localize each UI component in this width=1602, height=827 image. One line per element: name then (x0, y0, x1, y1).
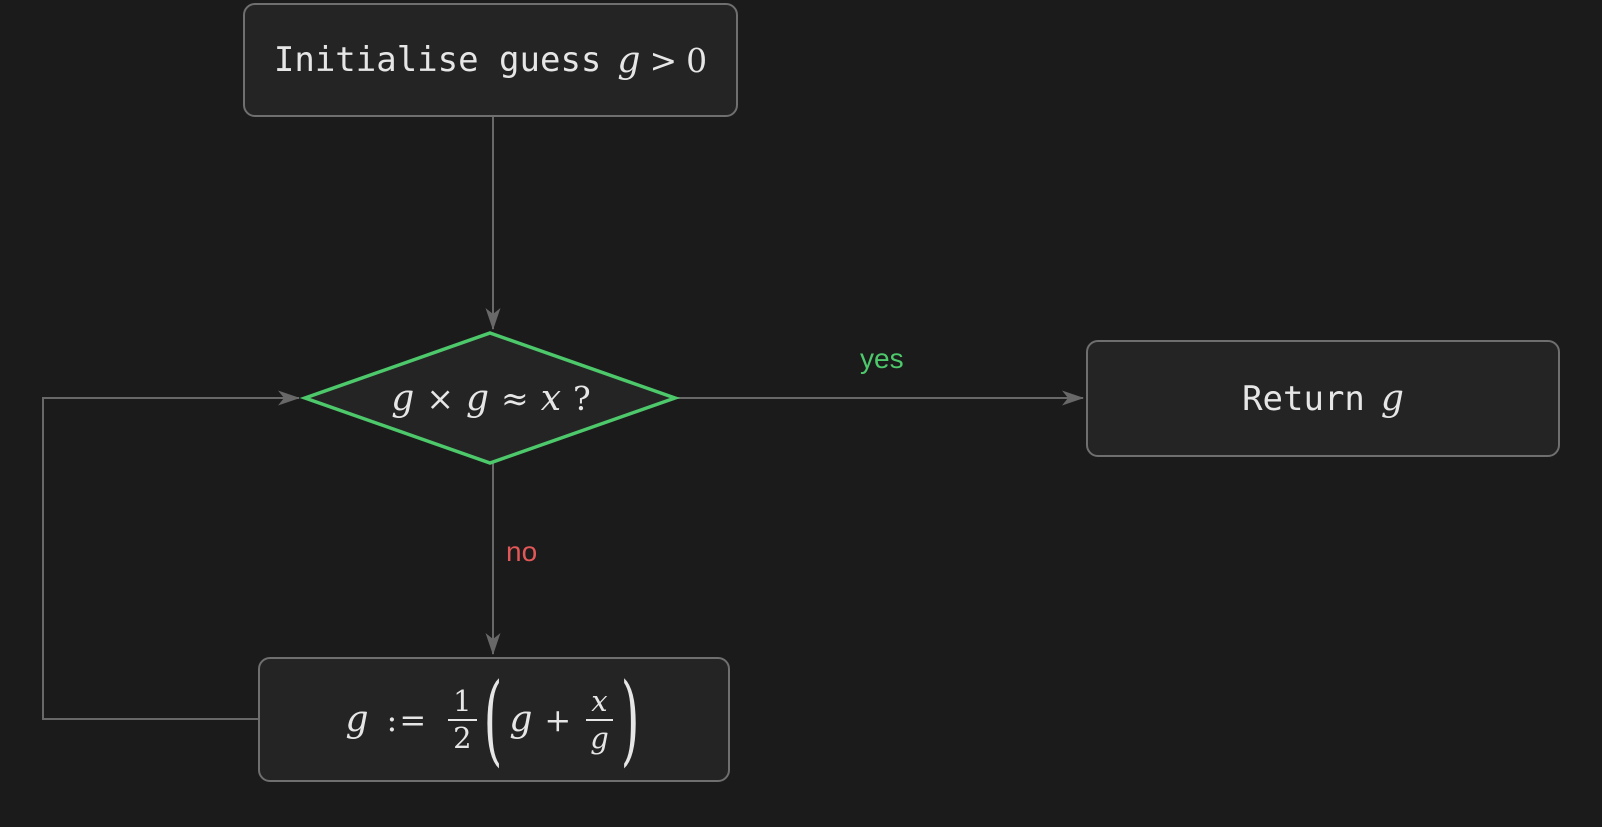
node-initialise: Initialise guess g > 0 (243, 3, 738, 117)
init-bound: 0 (686, 40, 708, 80)
open-paren: ( (483, 662, 503, 777)
update-formula: g := 1 2 ( g + x g ) (345, 670, 643, 768)
decision-label: g × g ≈ x ? (305, 333, 675, 463)
fraction-denominator: g (590, 720, 609, 755)
close-paren: ) (620, 662, 640, 777)
init-var: g (617, 39, 641, 81)
assign-operator: := (386, 700, 429, 739)
times-sign: × (426, 378, 454, 418)
decision-var-1: g (391, 377, 415, 419)
decision-diamond (299, 331, 681, 465)
fraction-numerator: x (586, 684, 613, 721)
return-text: Return (1242, 378, 1365, 419)
fraction-numerator: 1 (448, 684, 477, 721)
approx-sign: ≈ (501, 378, 529, 418)
decision-var-2: g (465, 377, 490, 419)
init-relation: > (649, 40, 678, 80)
update-inner-var: g (509, 699, 533, 740)
plus-sign: + (544, 700, 572, 739)
edge-loop-back (42, 390, 300, 720)
fraction-x-over-g: x g (585, 684, 614, 756)
edge-label-yes: yes (860, 343, 904, 374)
node-return: Return g (1086, 340, 1560, 457)
init-text: Initialise guess (273, 40, 602, 80)
decision-rhs: x (540, 377, 561, 419)
return-var: g (1380, 378, 1404, 419)
node-update: g := 1 2 ( g + x g ) (258, 657, 730, 782)
fraction-denominator: 2 (453, 720, 472, 755)
edge-label-no: no (506, 536, 538, 567)
question-mark: ? (573, 378, 591, 418)
fraction-one-half: 1 2 (448, 684, 477, 756)
update-lhs: g (345, 699, 369, 740)
